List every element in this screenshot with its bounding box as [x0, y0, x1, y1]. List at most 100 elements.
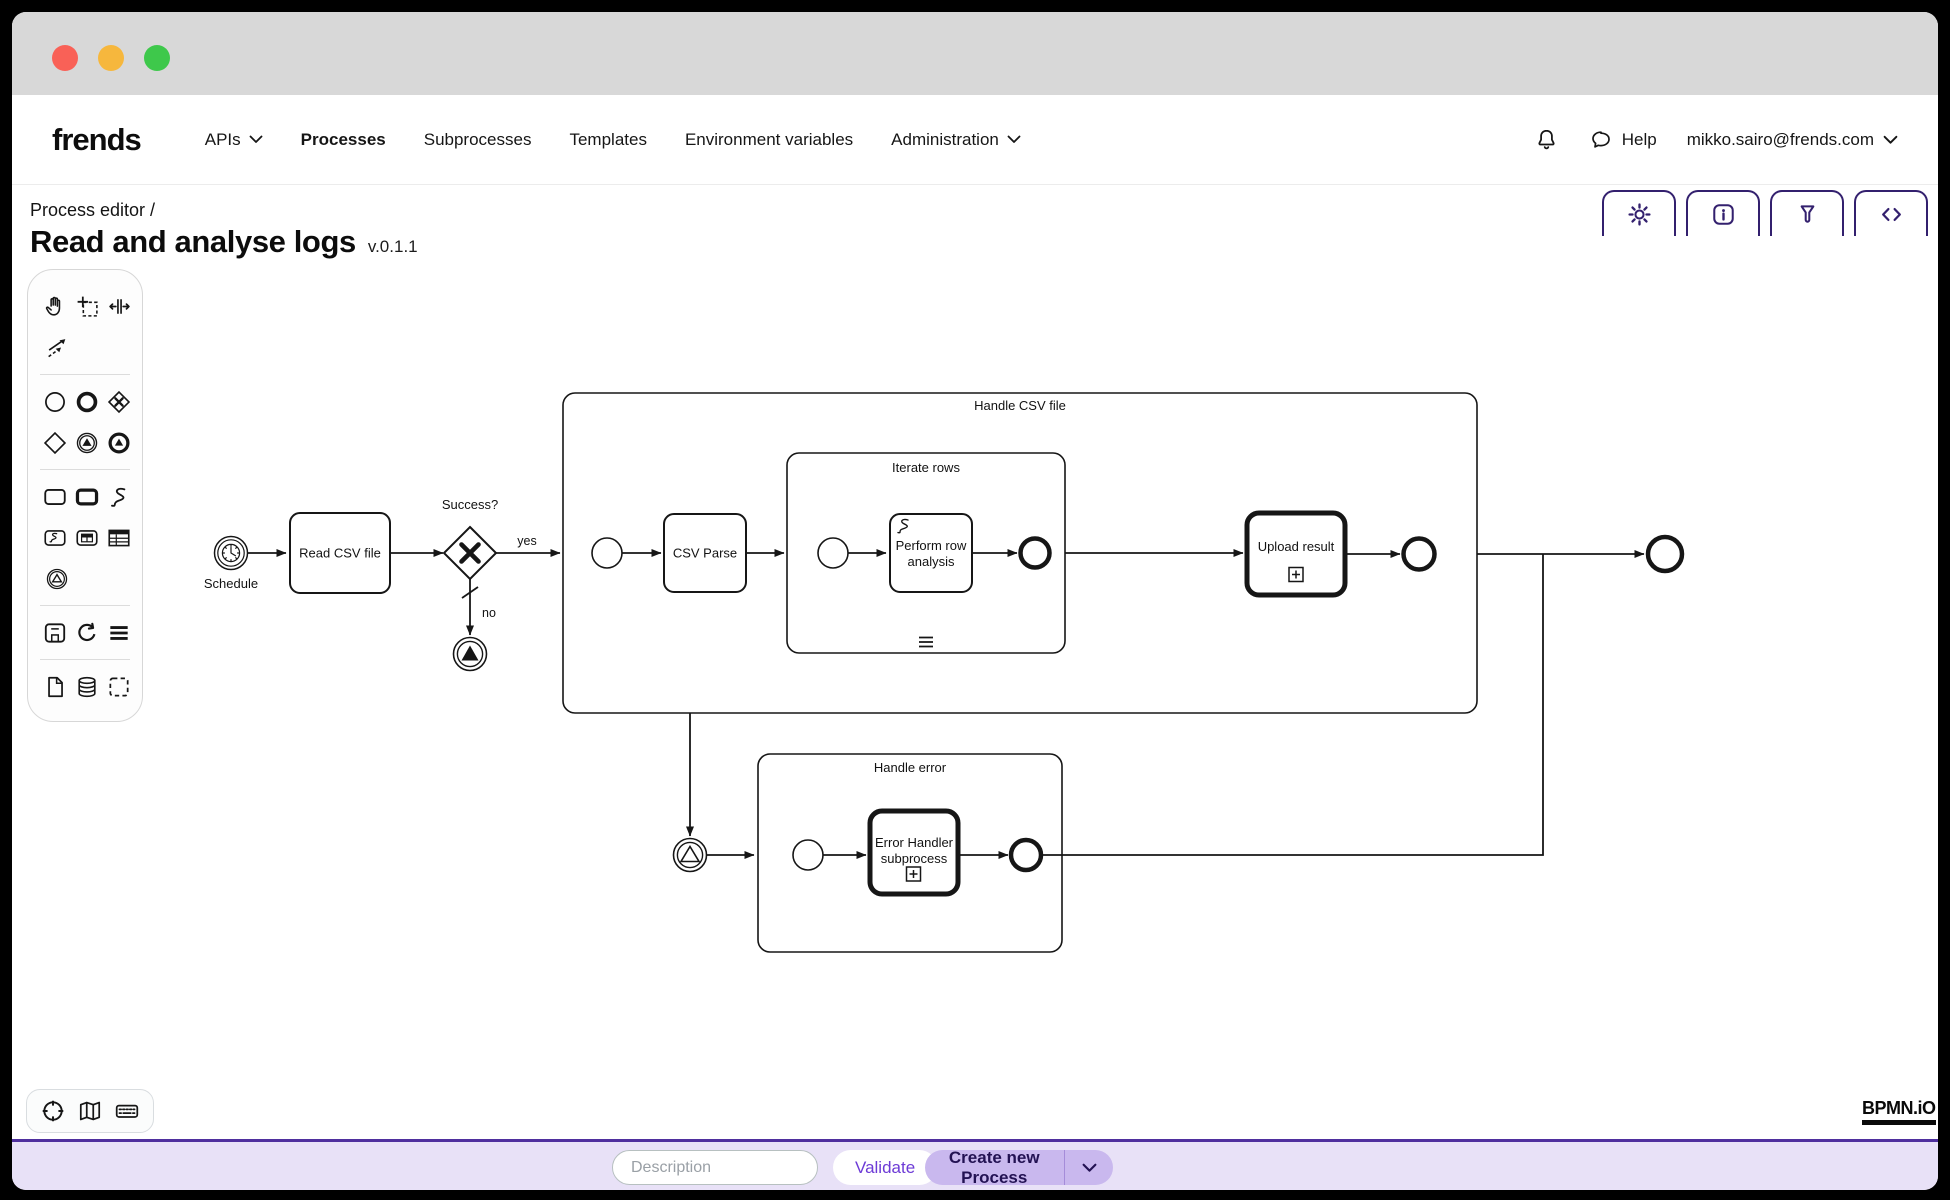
task-label-line2: subprocess [881, 851, 948, 866]
nav-item-subprocesses[interactable]: Subprocesses [423, 129, 532, 149]
end-event-icon[interactable] [74, 387, 100, 417]
decision-table-icon[interactable] [74, 523, 100, 553]
exclusive-gateway-icon[interactable] [106, 387, 132, 417]
task-csv-parse[interactable] [663, 513, 747, 593]
close-window-button[interactable] [52, 45, 78, 71]
start-event-icon[interactable] [42, 387, 68, 417]
task-label: Read CSV file [299, 546, 381, 561]
call-activity-upload-result[interactable] [1244, 510, 1348, 598]
tab-settings[interactable] [1602, 190, 1676, 236]
start-event[interactable] [792, 839, 824, 871]
page-title: Read and analyse logs [30, 224, 356, 259]
file-icon[interactable] [42, 672, 68, 702]
task-label-line1: Error Handler [875, 835, 954, 850]
create-new-process-button[interactable]: Create new Process [925, 1147, 1113, 1187]
tab-code[interactable] [1854, 190, 1928, 236]
signal-catch-event-icon[interactable] [42, 564, 72, 594]
end-event[interactable] [1018, 536, 1052, 570]
connect-tool-icon[interactable] [42, 333, 72, 363]
flow-label-yes: yes [517, 534, 536, 548]
bpmn-canvas[interactable]: Schedule Read CSV file Success? yes no H… [12, 12, 1938, 1190]
menu-icon[interactable] [106, 618, 132, 648]
script-task-icon[interactable] [42, 523, 68, 553]
call-activity-icon[interactable] [74, 482, 100, 512]
canvas-controls [26, 1089, 154, 1133]
task-label: Upload result [1258, 539, 1335, 554]
timer-start-event-schedule[interactable] [213, 535, 249, 571]
target-icon[interactable] [39, 1097, 67, 1125]
minimize-window-button[interactable] [98, 45, 124, 71]
editor-tab-bar [1602, 190, 1928, 236]
chevron-down-icon [1883, 135, 1898, 144]
bpmn-io-logo[interactable]: BPMN.iO [1862, 1098, 1936, 1125]
info-icon [1712, 203, 1734, 225]
lasso-tool-icon[interactable] [74, 292, 100, 322]
start-event[interactable] [591, 537, 623, 569]
window-titlebar [12, 12, 1938, 95]
subprocess-handle-csv-file[interactable] [562, 392, 1478, 714]
palette-separator [40, 374, 130, 375]
call-activity-error-handler[interactable] [867, 808, 961, 897]
final-end-event[interactable] [1645, 534, 1685, 574]
save-icon[interactable] [42, 618, 68, 648]
undo-icon[interactable] [74, 618, 100, 648]
select-area-icon[interactable] [106, 672, 132, 702]
gateway-icon[interactable] [42, 428, 68, 458]
notifications-button[interactable] [1534, 127, 1559, 152]
task-label: CSV Parse [673, 546, 737, 561]
breadcrumb[interactable]: Process editor / [30, 200, 156, 220]
page-title-row: Read and analyse logs v.0.1.1 [30, 224, 418, 260]
subprocess-iterate-rows[interactable] [786, 452, 1066, 654]
start-event[interactable] [817, 537, 849, 569]
sequence-flows[interactable] [248, 549, 1645, 859]
chat-bubble-icon [1591, 130, 1610, 148]
maximize-window-button[interactable] [144, 45, 170, 71]
footer-action-bar: Validate Create new Process [12, 1139, 1938, 1190]
sequential-multi-instance-marker [919, 636, 933, 648]
space-tool-icon[interactable] [106, 292, 132, 322]
gateway-label: Success? [442, 497, 498, 512]
signal-end-event-icon[interactable] [106, 428, 132, 458]
top-navbar: frends APIs Processes Subprocesses Templ… [12, 95, 1938, 185]
bell-icon [1538, 129, 1555, 150]
task-read-csv-file[interactable] [289, 512, 391, 594]
end-event[interactable] [1401, 536, 1437, 572]
process-version: v.0.1.1 [367, 237, 418, 256]
nav-item-administration[interactable]: Administration [891, 130, 1021, 150]
nav-item-apis[interactable]: APIs [205, 130, 263, 150]
create-new-process-label[interactable]: Create new Process [948, 1147, 1040, 1187]
create-options-dropdown[interactable] [1065, 1163, 1113, 1173]
script-icon[interactable] [106, 482, 132, 512]
signal-catch-event[interactable] [672, 837, 708, 873]
script-task-perform-row-analysis[interactable] [889, 513, 973, 593]
exclusive-gateway-success[interactable] [442, 525, 498, 581]
nav-item-templates[interactable]: Templates [569, 129, 647, 149]
subprocess-handle-error[interactable] [757, 753, 1063, 953]
task-icon[interactable] [42, 482, 68, 512]
tab-test[interactable] [1770, 190, 1844, 236]
nav-item-environment-variables[interactable]: Environment variables [684, 129, 854, 149]
test-flask-icon [1800, 204, 1814, 223]
signal-intermediate-throw-event[interactable] [452, 636, 488, 672]
gear-icon [1627, 202, 1651, 226]
database-icon[interactable] [74, 672, 100, 702]
nav-item-processes[interactable]: Processes [300, 129, 386, 149]
task-label-line2: analysis [908, 554, 955, 569]
end-event[interactable] [1008, 837, 1044, 873]
user-menu[interactable]: mikko.sairo@frends.com [1687, 130, 1898, 150]
table-icon[interactable] [106, 523, 132, 553]
help-button[interactable]: Help [1589, 128, 1657, 152]
signal-throw-event-icon[interactable] [74, 428, 100, 458]
hand-tool-icon[interactable] [42, 292, 68, 322]
validate-button[interactable]: Validate [833, 1150, 938, 1185]
chevron-down-icon [1082, 1163, 1096, 1172]
keyboard-icon[interactable] [113, 1097, 141, 1125]
tab-info[interactable] [1686, 190, 1760, 236]
description-input[interactable] [612, 1150, 818, 1185]
start-event-label: Schedule [204, 576, 258, 591]
user-email: mikko.sairo@frends.com [1686, 129, 1874, 149]
map-icon[interactable] [76, 1097, 104, 1125]
chevron-down-icon [1007, 135, 1021, 143]
flow-label-no: no [482, 606, 496, 620]
